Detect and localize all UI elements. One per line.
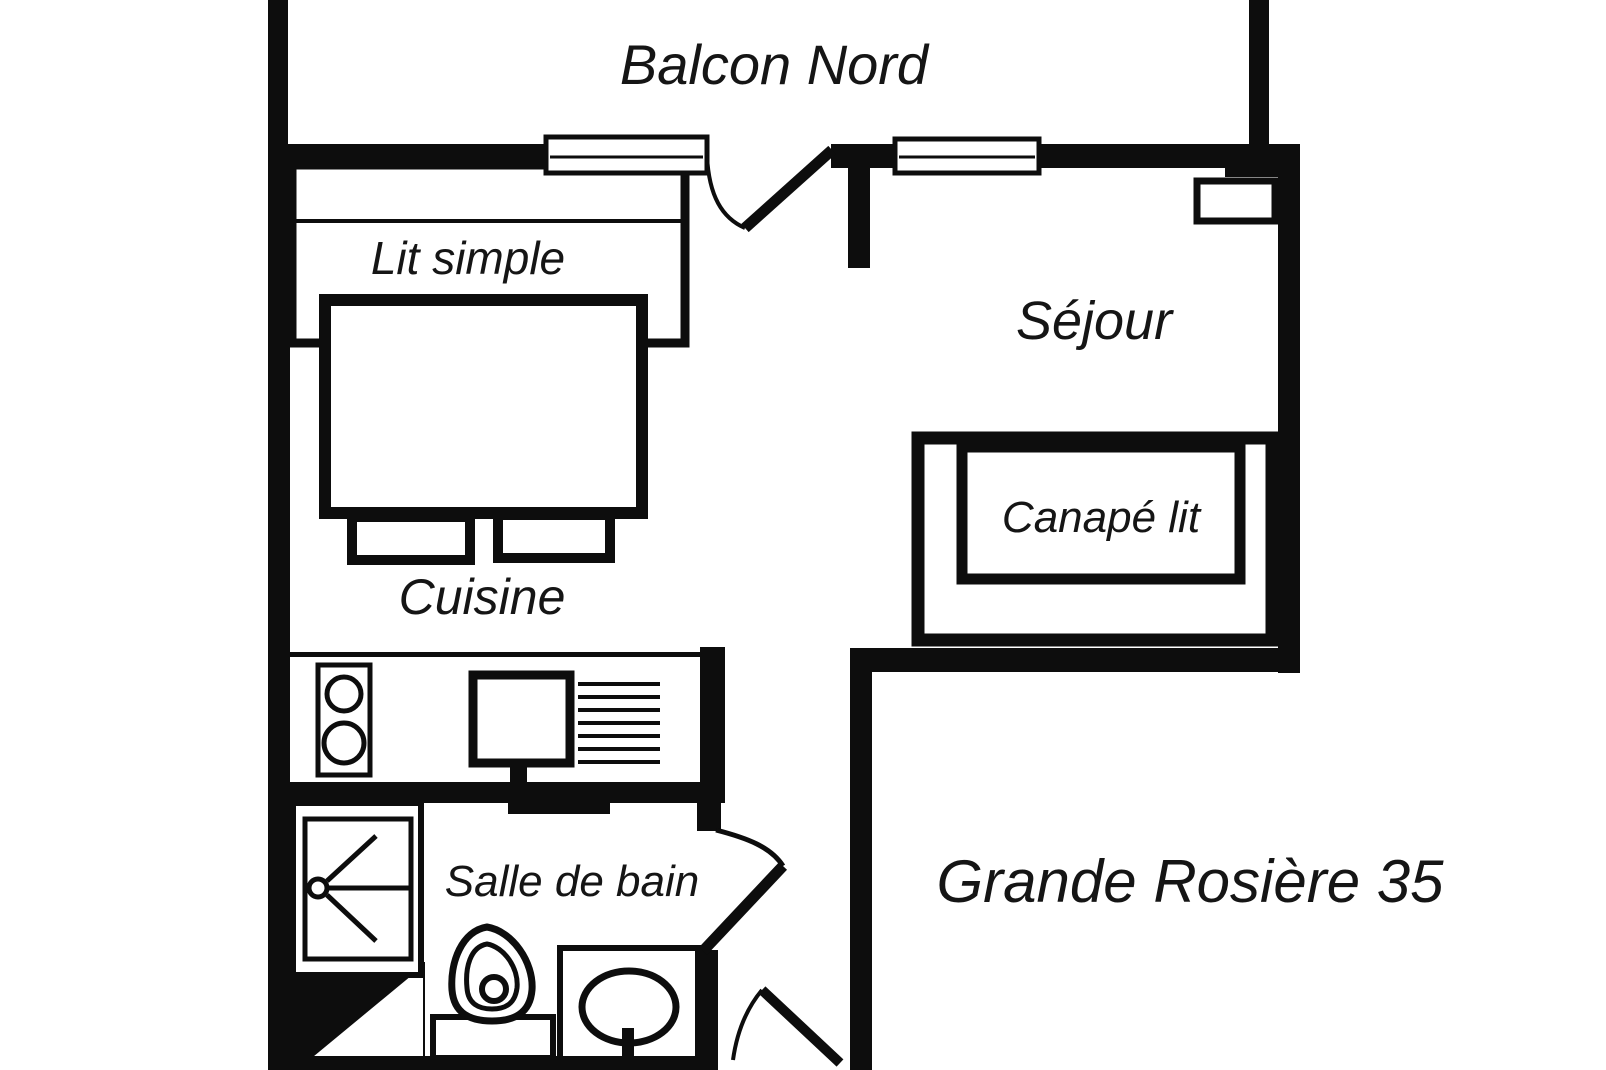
sink-tap xyxy=(622,1028,634,1060)
balcony-window-icon xyxy=(892,136,1042,176)
bathroom-label: Salle de bain xyxy=(445,857,699,906)
stool-icon xyxy=(493,510,615,563)
east-wall xyxy=(1278,144,1300,673)
balcony-right-wall xyxy=(1249,0,1269,152)
kitchen-label: Cuisine xyxy=(399,569,566,625)
window-frame xyxy=(543,134,710,176)
kitchen-counter-line xyxy=(290,652,702,657)
door-arc xyxy=(715,827,786,868)
door-arc xyxy=(705,155,746,230)
door-arc xyxy=(731,988,764,1061)
tv-stand-base xyxy=(508,800,610,814)
shower-spray-lines xyxy=(325,834,409,943)
door-leaf xyxy=(741,145,836,233)
entrance-door-swing-icon xyxy=(731,986,844,1067)
north-wall-left xyxy=(268,144,550,168)
bath-east-wall xyxy=(695,950,718,1070)
north-wall-stub xyxy=(831,144,899,168)
balcony-label: Balcon Nord xyxy=(620,33,930,96)
bathroom-door-swing-icon xyxy=(698,827,788,955)
door-leaf xyxy=(698,862,788,955)
sofa-bed-label: Canapé lit xyxy=(1002,493,1202,542)
balcony-left-wall xyxy=(268,0,288,152)
toilet-drain xyxy=(479,974,509,1004)
sink-icon xyxy=(557,945,706,1065)
walls xyxy=(268,0,1300,1070)
burner xyxy=(324,674,364,714)
plan-title: Grande Rosière 35 xyxy=(937,848,1445,915)
bath-door-jamb xyxy=(697,803,721,831)
shower-icon xyxy=(290,800,424,978)
partition-stub xyxy=(848,168,870,268)
stove-two-burners-icon xyxy=(315,662,373,778)
north-wall-right xyxy=(1035,144,1231,168)
shaft-triangle xyxy=(302,966,423,1066)
south-wall xyxy=(268,1056,718,1070)
burner xyxy=(321,720,367,766)
living-room-label: Séjour xyxy=(1016,291,1174,351)
stool-icon xyxy=(347,512,475,565)
sofa-backrest xyxy=(956,441,1246,585)
kitchen-east-wall xyxy=(700,647,725,803)
kitchen-bath-wall xyxy=(268,782,718,803)
tv-screen xyxy=(468,670,575,768)
technical-shaft-icon xyxy=(268,962,425,1070)
sofa-bed-icon xyxy=(911,431,1279,647)
toilet-icon xyxy=(430,923,556,1061)
table-icon xyxy=(319,294,648,519)
west-wall xyxy=(268,144,290,1070)
shower-head xyxy=(306,876,330,900)
balcony-window-icon xyxy=(543,134,710,176)
vent-grill-icon xyxy=(578,682,660,764)
door-leaf xyxy=(758,986,844,1067)
living-room-south-wall xyxy=(850,648,1300,672)
balcony-door-swing-icon xyxy=(705,145,836,233)
hall-east-wall xyxy=(850,648,872,1070)
radiator-icon xyxy=(1193,177,1279,225)
bed-label: Lit simple xyxy=(371,232,565,284)
